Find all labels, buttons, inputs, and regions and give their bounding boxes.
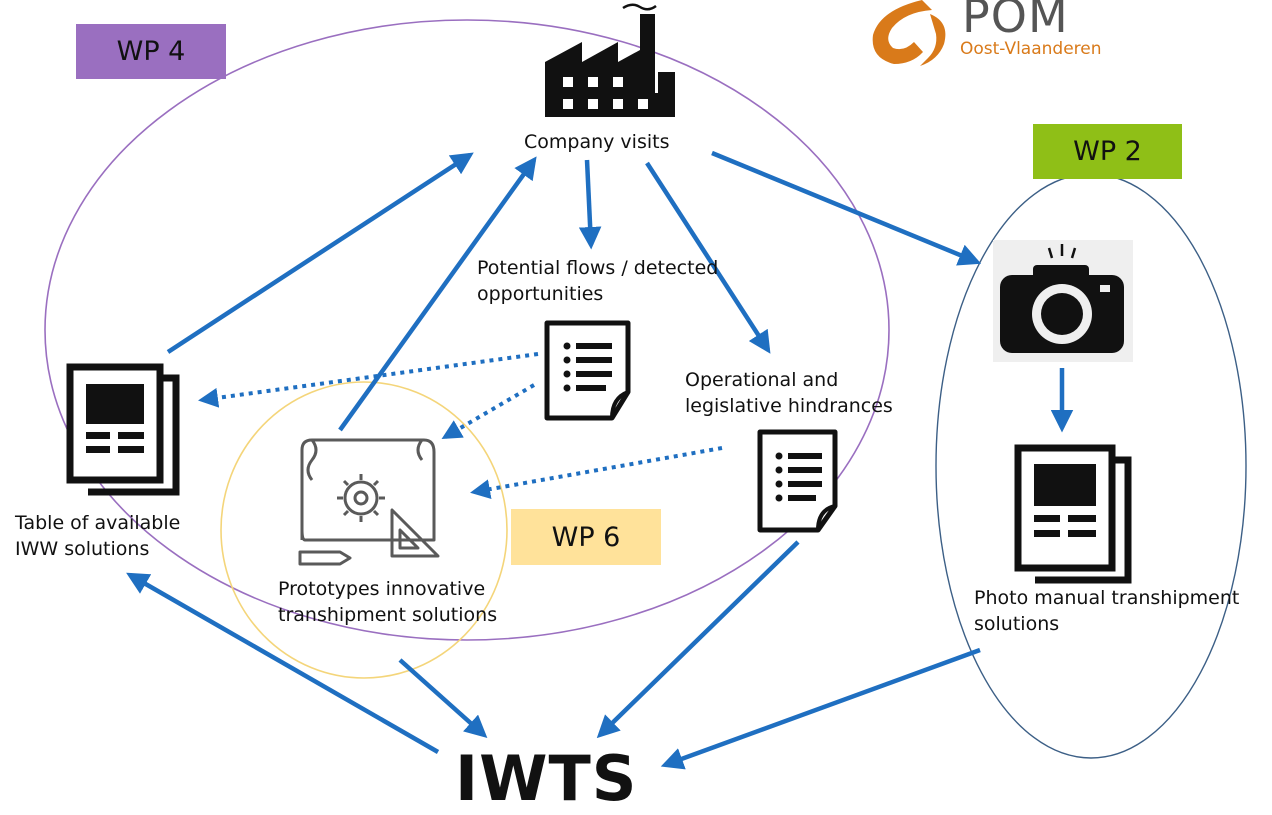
potential-flows-label: Potential flows / detected opportunities xyxy=(477,255,718,307)
table-solutions-line-1: Table of available xyxy=(15,512,181,534)
table-solutions-line-2: IWW solutions xyxy=(15,538,150,560)
company-visits-label: Company visits xyxy=(524,131,670,153)
prototypes-line-1: Prototypes innovative xyxy=(278,578,486,600)
arrow-prototypes-to-visits xyxy=(338,156,537,432)
arrow-hindrances-to-iwts xyxy=(596,540,800,739)
pom-logo-icon xyxy=(872,0,946,66)
newspaper-icon xyxy=(66,363,180,496)
arrow-table-to-visits xyxy=(166,152,474,354)
prototypes-line-2: transhipment solutions xyxy=(278,604,498,626)
wp4-label: WP 4 xyxy=(76,24,226,79)
pom-logo: POM Oost-Vlaanderen xyxy=(960,0,1102,59)
logo-subtitle: Oost-Vlaanderen xyxy=(960,39,1102,59)
wp2-label: WP 2 xyxy=(1033,124,1182,179)
logo-name: POM xyxy=(962,0,1069,43)
factory-icon xyxy=(545,3,675,117)
dotted-hindrances-to-prototypes xyxy=(470,446,723,500)
photo-manual-line-1: Photo manual transhipment xyxy=(974,587,1240,609)
wp6-label: WP 6 xyxy=(511,509,661,565)
table-solutions-label: Table of available IWW solutions xyxy=(15,510,180,562)
wp6-ellipse xyxy=(220,381,508,679)
newspaper-icon-2 xyxy=(1014,444,1132,584)
wp4-ellipse xyxy=(44,19,890,641)
arrow-manual-to-iwts xyxy=(660,647,981,770)
camera-icon xyxy=(993,240,1133,362)
operational-line-2: legislative hindrances xyxy=(685,395,893,417)
arrow-visits-to-camera xyxy=(711,150,982,266)
photo-manual-line-2: solutions xyxy=(974,613,1060,635)
photo-manual-label: Photo manual transhipment solutions xyxy=(974,585,1239,637)
document-list-icon-2 xyxy=(757,429,838,533)
operational-label: Operational and legislative hindrances xyxy=(685,367,893,419)
potential-flows-line-1: Potential flows / detected xyxy=(477,257,719,279)
dotted-flows-to-table xyxy=(198,352,539,408)
dotted-arrows xyxy=(198,352,723,500)
potential-flows-line-2: opportunities xyxy=(477,283,604,305)
blueprint-gear-icon xyxy=(298,438,440,566)
arrow-prototypes-to-iwts xyxy=(398,658,488,738)
document-list-icon xyxy=(544,320,631,421)
arrow-visits-to-hindrances xyxy=(645,161,771,354)
arrow-visits-to-flows xyxy=(578,159,602,250)
prototypes-label: Prototypes innovative transhipment solut… xyxy=(278,576,497,628)
operational-line-1: Operational and xyxy=(685,369,839,391)
arrow-iwts-to-table xyxy=(126,572,440,754)
dotted-flows-to-prototypes xyxy=(441,383,536,440)
iwts-title: IWTS xyxy=(455,742,638,815)
flow-arrows xyxy=(126,150,1074,770)
